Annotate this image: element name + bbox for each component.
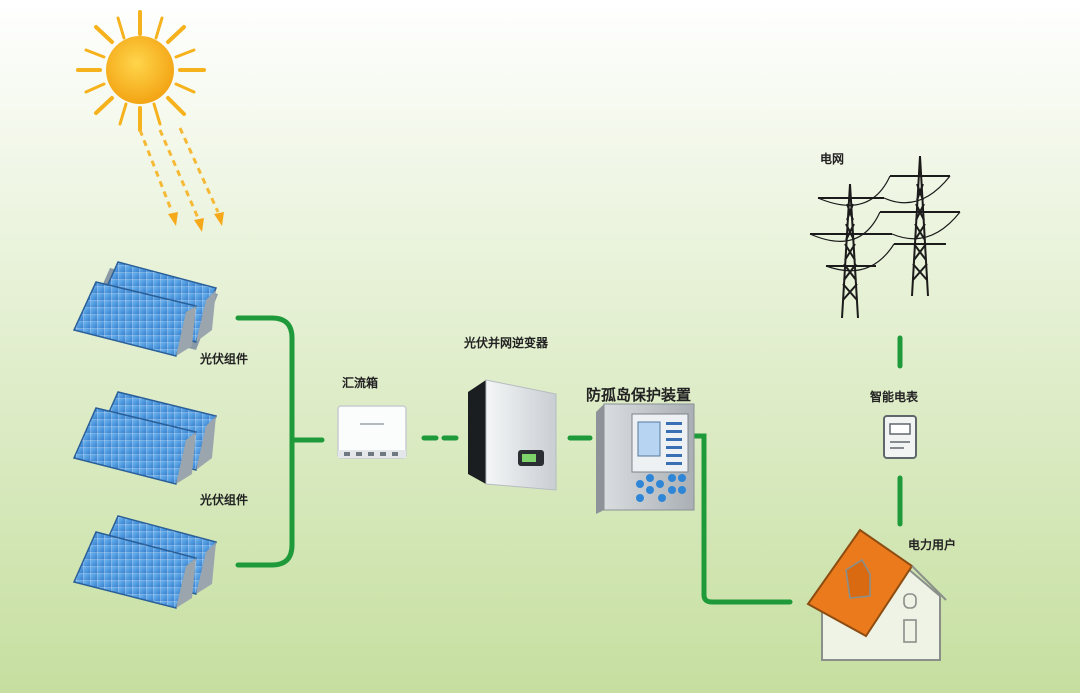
combiner-box-icon <box>337 405 407 459</box>
solar-array-middle <box>72 391 217 485</box>
smart-meter-label: 智能电表 <box>870 390 919 404</box>
solar-array-top <box>72 261 218 357</box>
connector-lines <box>235 315 903 605</box>
solar-panel-icon <box>72 391 217 485</box>
pv-module-label-2: 光伏组件 <box>200 493 249 507</box>
transmission-tower-icon <box>809 155 961 319</box>
grid-inverter-label: 光伏并网逆变器 <box>464 336 549 350</box>
solar-array-bottom <box>72 515 217 609</box>
grid-label: 电网 <box>820 152 845 166</box>
inverter-icon <box>468 379 557 491</box>
combiner-box-label: 汇流箱 <box>342 376 379 390</box>
solar-panel-icon <box>72 261 218 357</box>
smart-meter-icon <box>883 415 917 459</box>
solar-panel-icon <box>72 515 217 609</box>
power-user-label: 电力用户 <box>908 538 957 552</box>
pv-module-label-1: 光伏组件 <box>200 352 249 366</box>
protection-device-icon <box>596 403 695 514</box>
house-icon <box>806 528 947 661</box>
sun-icon <box>76 10 224 232</box>
anti-islanding-label: 防孤岛保护装置 <box>586 386 692 404</box>
